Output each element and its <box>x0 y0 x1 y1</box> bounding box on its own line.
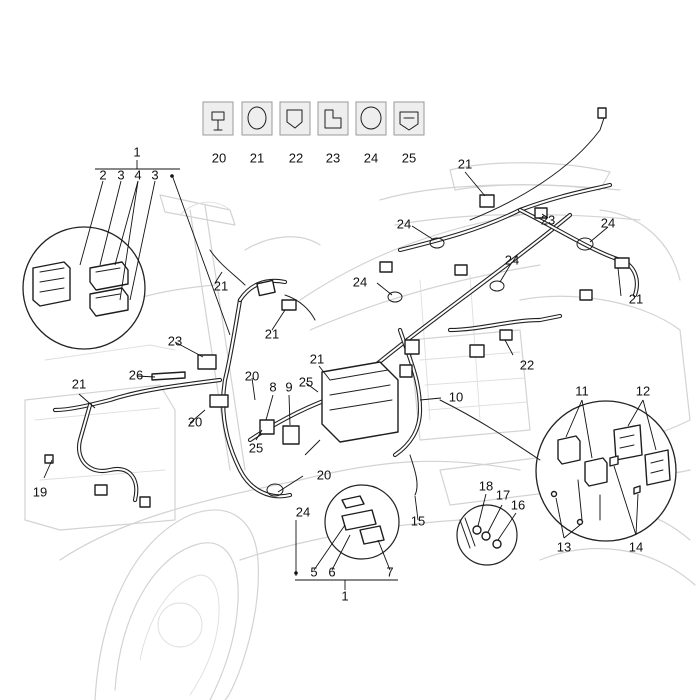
callout-labels: 20 21 22 23 24 25 1 2 3 4 3 5 6 7 1 8 9 … <box>33 144 650 603</box>
callout-24-b: 24 <box>601 215 615 230</box>
connector-9 <box>282 425 300 445</box>
part-26-rod <box>151 371 186 381</box>
connector-inset <box>324 484 400 560</box>
callout-6: 6 <box>328 564 335 579</box>
callout-7: 7 <box>386 564 393 579</box>
callout-4: 4 <box>134 167 141 182</box>
callout-21-d: 21 <box>629 291 643 306</box>
screw-detail-inset <box>456 504 518 566</box>
callout-21-legend: 21 <box>250 150 264 165</box>
callout-21-f: 21 <box>310 351 324 366</box>
callout-10: 10 <box>449 389 463 404</box>
callout-24-d: 24 <box>353 274 367 289</box>
callout-8: 8 <box>269 379 276 394</box>
callout-25-a: 25 <box>299 374 313 389</box>
leader-lines <box>43 160 657 590</box>
callout-14: 14 <box>629 539 643 554</box>
bullet-dot-top <box>170 174 174 178</box>
callout-24-e: 24 <box>296 504 310 519</box>
relay-inset <box>535 400 677 542</box>
callout-20-b: 20 <box>188 414 202 429</box>
callout-21-b: 21 <box>214 278 228 293</box>
callout-23-legend: 23 <box>326 150 340 165</box>
relay-holder-1 <box>613 424 643 461</box>
callout-20-legend: 20 <box>212 150 226 165</box>
relay-2 <box>584 457 608 487</box>
callout-22: 22 <box>520 357 534 372</box>
callout-25-b: 25 <box>249 440 263 455</box>
callout-12: 12 <box>636 383 650 398</box>
relay-1 <box>557 435 581 465</box>
fuse-box-inset-circle <box>22 226 146 350</box>
callout-26: 26 <box>129 367 143 382</box>
callout-21-c: 21 <box>265 326 279 341</box>
callout-16: 16 <box>511 497 525 512</box>
callout-17: 17 <box>496 487 510 502</box>
callout-11: 11 <box>575 383 589 398</box>
callout-1-bottom: 1 <box>341 588 348 603</box>
relay-holder-2 <box>644 449 671 486</box>
callout-20-a: 20 <box>245 368 259 383</box>
callout-21-e: 21 <box>72 376 86 391</box>
callout-18: 18 <box>479 478 493 493</box>
harness-components <box>44 194 630 508</box>
callout-15: 15 <box>411 513 425 528</box>
callout-13: 13 <box>557 539 571 554</box>
callout-24-c: 24 <box>505 252 519 267</box>
callout-22-legend: 22 <box>289 150 303 165</box>
callout-23-b: 23 <box>168 333 182 348</box>
fuse-box-inset <box>22 226 146 350</box>
callout-25-legend: 25 <box>402 150 416 165</box>
clip-mount-icon <box>279 101 311 136</box>
callout-21-a: 21 <box>458 156 472 171</box>
callout-9: 9 <box>285 379 292 394</box>
clip-icon-legend <box>202 101 425 136</box>
connector-8 <box>259 419 275 435</box>
callout-23-a: 23 <box>541 212 555 227</box>
callout-24-a: 24 <box>397 216 411 231</box>
callout-20-c: 20 <box>317 467 331 482</box>
central-control-box <box>321 361 399 443</box>
callout-1-top: 1 <box>133 144 140 159</box>
callout-5: 5 <box>310 564 317 579</box>
callout-3-b: 3 <box>151 167 158 182</box>
callout-19: 19 <box>33 484 47 499</box>
callout-24-legend: 24 <box>364 150 378 165</box>
callout-2: 2 <box>99 167 106 182</box>
callout-3-a: 3 <box>117 167 124 182</box>
bullet-dot-bottom <box>294 571 298 575</box>
